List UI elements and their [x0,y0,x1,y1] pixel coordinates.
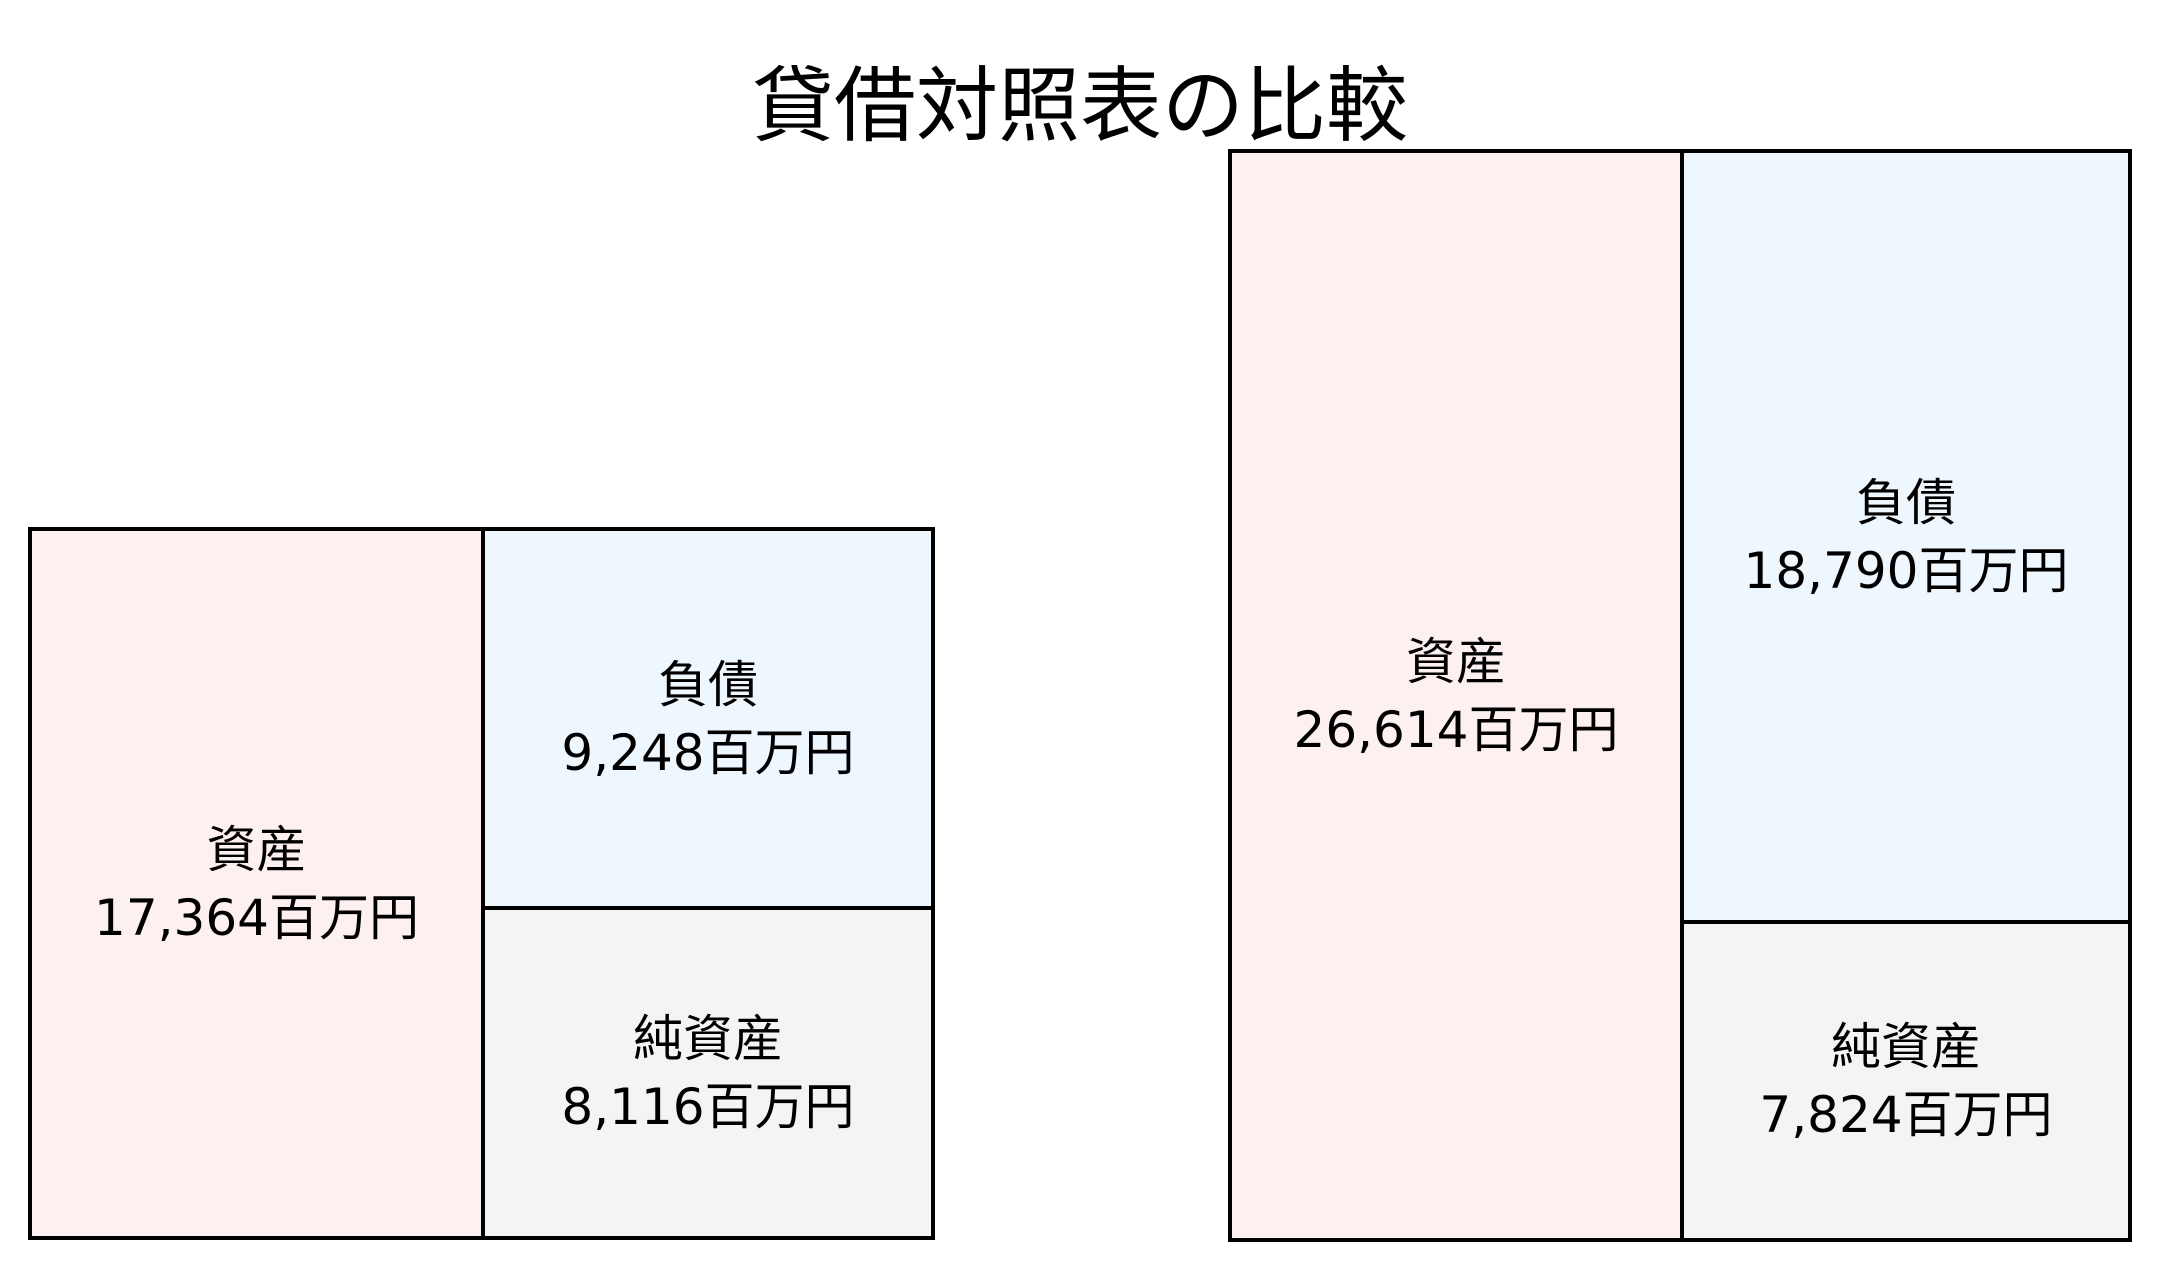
assets-value: 26,614百万円 [1293,700,1619,759]
balance-sheet-left: 資産 17,364百万円 負債 9,248百万円 純資産 8,116百万円 [28,527,935,1240]
assets-block-left: 資産 17,364百万円 [28,527,485,1240]
assets-label: 資産 [1406,632,1506,691]
balance-sheet-right: 資産 26,614百万円 負債 18,790百万円 純資産 7,824百万円 [1228,149,2132,1242]
liabilities-value: 18,790百万円 [1743,541,2069,600]
net-assets-value: 7,824百万円 [1759,1086,2053,1144]
assets-block-right: 資産 26,614百万円 [1228,149,1684,1242]
net-assets-value: 8,116百万円 [561,1078,855,1136]
net-assets-label: 純資産 [1831,1018,1981,1076]
liabilities-block-right: 負債 18,790百万円 [1680,149,2132,924]
net-assets-block-right: 純資産 7,824百万円 [1680,920,2132,1242]
liabilities-label: 負債 [1856,473,1956,532]
assets-label: 資産 [206,820,307,879]
assets-value: 17,364百万円 [94,888,419,947]
liabilities-block-left: 負債 9,248百万円 [481,527,935,910]
net-assets-block-left: 純資産 8,116百万円 [481,906,935,1240]
chart-title: 貸借対照表の比較 [751,59,1408,154]
net-assets-label: 純資産 [633,1010,783,1068]
liabilities-label: 負債 [658,655,758,714]
liabilities-value: 9,248百万円 [561,723,855,782]
